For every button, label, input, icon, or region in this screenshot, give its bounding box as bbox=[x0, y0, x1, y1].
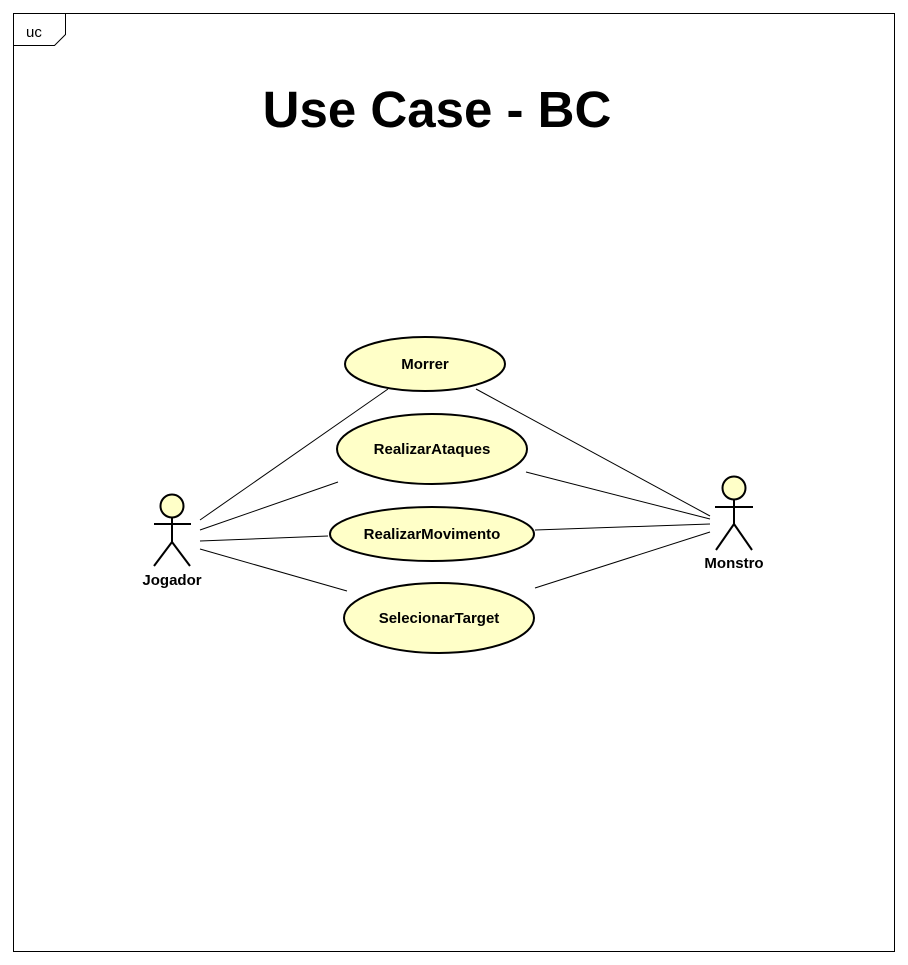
actor-head bbox=[721, 475, 747, 501]
actor-jogador[interactable]: Jogador bbox=[142, 493, 202, 590]
usecase-ellipse bbox=[344, 336, 506, 392]
associations bbox=[199, 388, 711, 592]
actor-name: Monstro bbox=[704, 555, 763, 572]
association-monstro-realizar-ataques bbox=[525, 471, 711, 520]
usecase-label: Morrer bbox=[401, 356, 449, 373]
usecase-realizar-movimento[interactable]: RealizarMovimento bbox=[329, 506, 535, 562]
association-jogador-realizar-movimento bbox=[199, 535, 329, 542]
usecase-label: RealizarMovimento bbox=[364, 526, 501, 543]
usecase-ellipse bbox=[329, 506, 535, 562]
association-jogador-morrer bbox=[199, 388, 389, 521]
association-monstro-realizar-movimento bbox=[534, 523, 711, 531]
actor-leg-left bbox=[153, 541, 173, 567]
usecase-selecionar-target[interactable]: SelecionarTarget bbox=[343, 582, 535, 654]
association-jogador-realizar-ataques bbox=[199, 481, 339, 531]
actor-leg-right bbox=[171, 541, 191, 567]
frame-tag-tab bbox=[13, 13, 66, 46]
usecase-ellipse bbox=[343, 582, 535, 654]
association-jogador-selecionar-target bbox=[199, 548, 348, 592]
usecase-morrer[interactable]: Morrer bbox=[344, 336, 506, 392]
frame-tag: uc bbox=[26, 24, 42, 41]
usecase-realizar-ataques[interactable]: RealizarAtaques bbox=[336, 413, 528, 485]
actor-name: Jogador bbox=[142, 572, 201, 589]
actor-head bbox=[159, 493, 185, 519]
association-monstro-selecionar-target bbox=[534, 531, 711, 589]
usecase-ellipse bbox=[336, 413, 528, 485]
usecase-label: SelecionarTarget bbox=[379, 610, 500, 627]
actor-monstro[interactable]: Monstro bbox=[704, 475, 764, 573]
association-monstro-morrer bbox=[475, 388, 711, 517]
actor-leg-right bbox=[733, 523, 753, 551]
actor-leg-left bbox=[715, 523, 735, 551]
usecase-label: RealizarAtaques bbox=[374, 441, 491, 458]
diagram-title: Use Case - BC bbox=[263, 81, 612, 138]
